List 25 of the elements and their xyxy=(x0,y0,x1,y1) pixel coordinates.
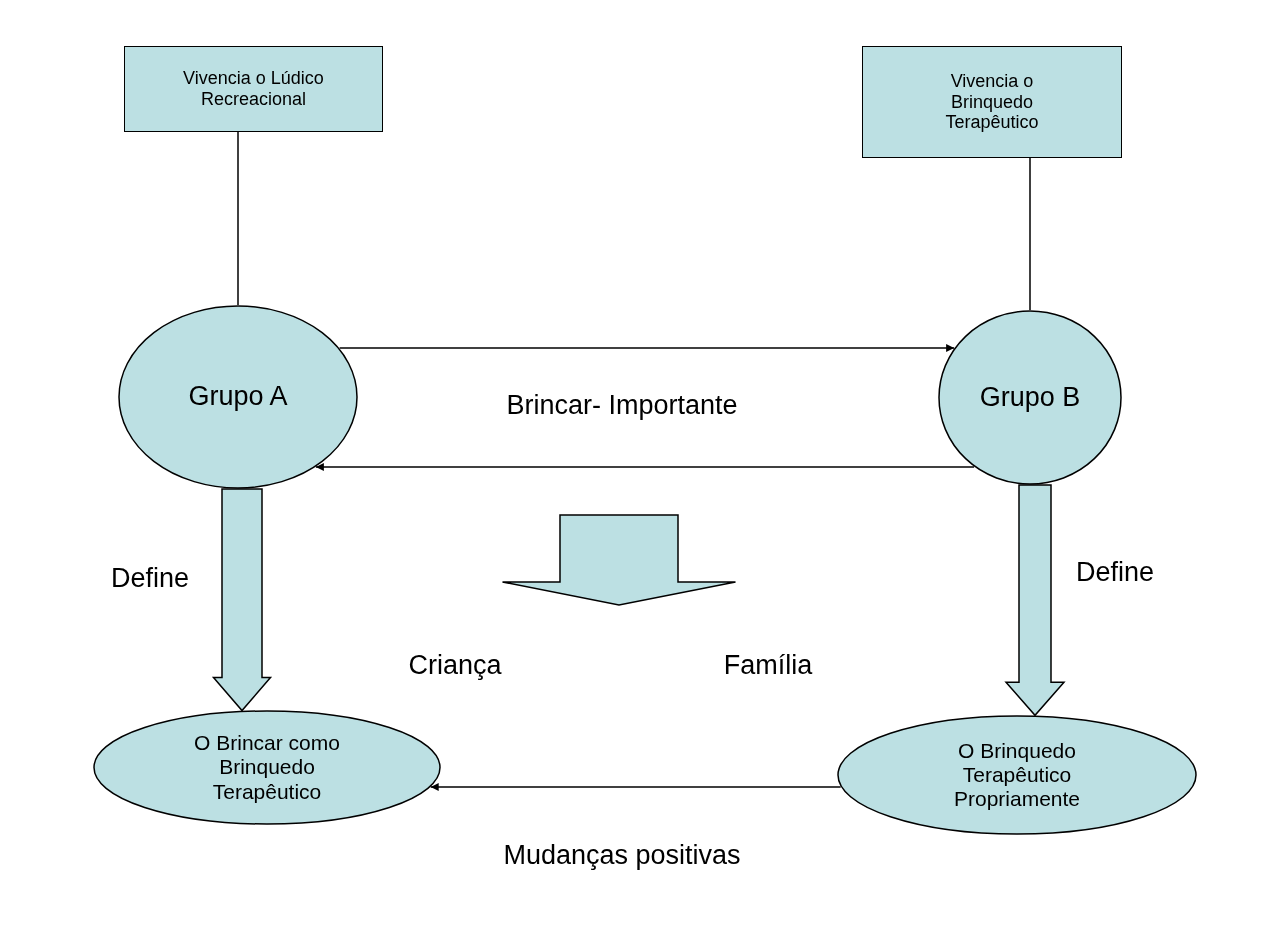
arrow xyxy=(429,783,842,791)
ellipse-node xyxy=(837,715,1197,835)
edge-label: Mudanças positivas xyxy=(503,839,741,871)
arrow xyxy=(315,463,975,471)
connector-line xyxy=(1029,157,1031,311)
node-text: O Brincar como Brinquedo Terapêutico xyxy=(193,731,341,804)
process-box xyxy=(124,46,383,132)
node-text: Vivencia o Lúdico Recreacional xyxy=(182,68,325,110)
node-text: Vivencia o Brinquedo Terapêutico xyxy=(944,70,1040,134)
arrow xyxy=(338,344,955,352)
process-box xyxy=(862,46,1122,158)
edge-label: Define xyxy=(1076,556,1154,588)
block-arrow xyxy=(211,488,273,712)
text-label: Família xyxy=(723,649,813,681)
ellipse-node xyxy=(938,310,1122,485)
ellipse-node xyxy=(118,305,358,489)
connector-line xyxy=(237,131,239,306)
block-arrow xyxy=(1004,484,1066,717)
ellipse-node xyxy=(93,710,441,825)
edge-label: Brincar- Importante xyxy=(506,389,738,421)
edge-label: Define xyxy=(111,562,189,594)
node-text: Grupo A xyxy=(188,381,288,413)
text-label: Criança xyxy=(408,649,502,681)
node-text: O Brinquedo Terapêutico Propriamente xyxy=(952,738,1082,812)
node-text: Grupo B xyxy=(979,381,1081,413)
